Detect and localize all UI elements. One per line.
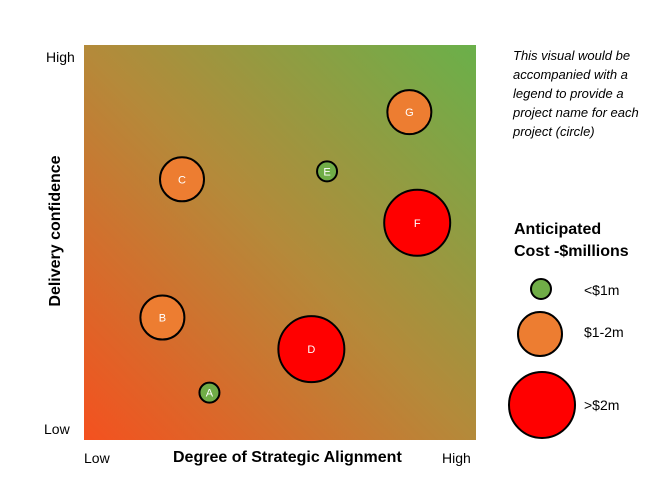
legend-title: Anticipated Cost -$millions <box>514 221 629 260</box>
bubble-label: B <box>159 313 166 325</box>
legend-label-medium: $1-2m <box>584 324 624 340</box>
bubble-f: F <box>383 188 452 257</box>
bubble-circle <box>316 160 339 183</box>
bubble-a: A <box>198 381 221 404</box>
legend-marker-large <box>508 371 576 439</box>
bubble-circle <box>159 156 205 203</box>
bubble-circle <box>277 315 346 384</box>
bubble-e: E <box>316 160 339 183</box>
bubble-circle <box>386 89 433 136</box>
legend-label-large: >$2m <box>584 397 620 413</box>
legend-label-small: <$1m <box>584 282 620 298</box>
bubble-circle <box>383 188 452 257</box>
y-axis-title: Delivery confidence <box>47 155 64 307</box>
bubble-circle <box>139 294 186 341</box>
bubble-label: D <box>307 344 315 356</box>
x-tick-low: Low <box>84 450 110 466</box>
bubble-b: B <box>139 294 186 341</box>
bubble-circle <box>198 381 221 404</box>
bubble-label: F <box>414 218 421 230</box>
bubble-label: E <box>323 166 330 178</box>
bubble-g: G <box>386 89 433 136</box>
legend-marker-small <box>530 278 552 300</box>
bubble-label: A <box>206 388 214 400</box>
y-tick-high: High <box>46 49 75 65</box>
bubble-c: C <box>159 156 205 203</box>
x-axis-title: Degree of Strategic Alignment <box>173 449 402 466</box>
bubble-label: C <box>178 174 186 186</box>
legend-marker-medium <box>517 311 563 357</box>
x-tick-high: High <box>442 450 471 466</box>
y-tick-low: Low <box>44 421 70 437</box>
annotation-note: This visual would be accompanied with a … <box>513 48 639 139</box>
bubble-d: D <box>277 315 346 384</box>
bubble-label: G <box>405 107 414 119</box>
